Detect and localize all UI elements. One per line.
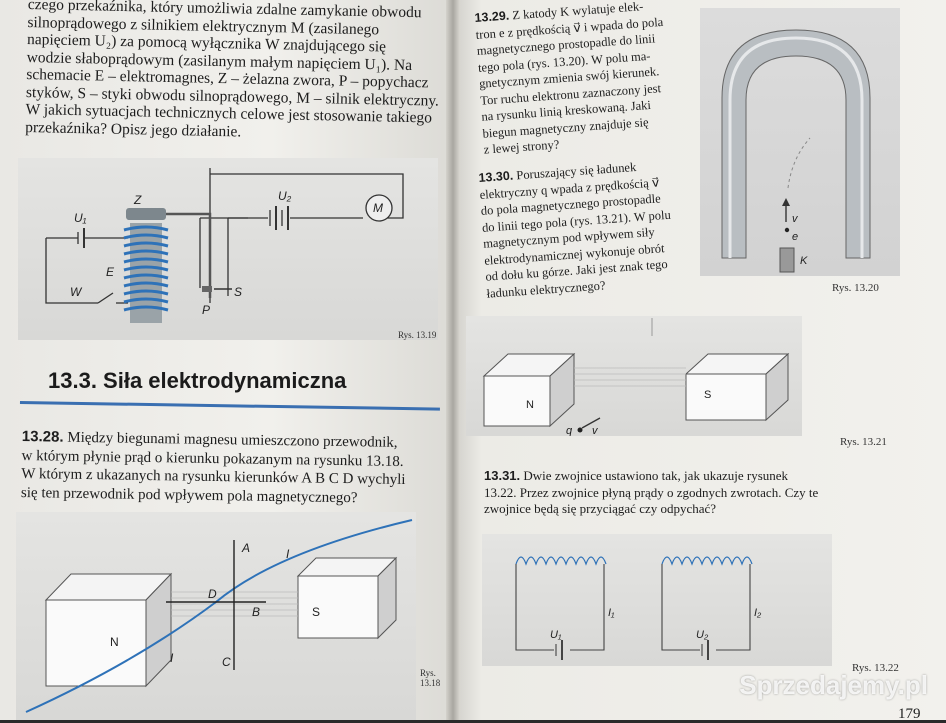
problem-number: 13.29. [474,8,510,25]
label-p: P [202,303,210,317]
relay-diagram: U₁ Z E W P S U₂ M [45,168,404,323]
label-v: v [592,425,599,436]
section-rule [19,401,440,411]
problem-13-31: 13.31. Dwie zwojnice ustawiono tak, jak … [484,468,818,518]
magnets-figure: N S q v [466,316,802,437]
label-v: v [792,213,799,225]
label-d: D [208,587,217,601]
label-e: E [106,265,115,279]
label-e: e [792,231,798,243]
coils-diagram: I₁ U₁ I₂ U₂ [515,556,762,660]
intro-paragraph: czego przekaźnika, który umożliwia zdaln… [25,0,448,145]
label-i2: I₂ [754,607,762,619]
problem-13-29: 13.29. Z katody K wylatuje elek- tron e … [474,0,672,158]
problem-number: 13.31. [484,468,521,483]
label-u2: U₂ [278,189,292,203]
figure-caption-magnets: Rys. 13.21 [840,436,887,448]
problem-number: 13.30. [478,168,514,185]
label-s: S [312,605,320,619]
magnets-diagram: N S q v [482,318,790,437]
label-u1: U₁ [74,211,87,225]
relay-figure: U₁ Z E W P S U₂ M [18,158,438,340]
figure-caption-horseshoe: Rys. 13.20 [832,282,879,294]
problem-line: Dwie zwojnice ustawiono tak, jak ukazuje… [523,468,789,483]
book-gutter [446,0,460,720]
label-w: W [70,285,83,299]
problem-13-30: 13.30. Poruszający się ładunek elektrycz… [478,157,676,302]
coils-figure: I₁ U₁ I₂ U₂ [482,534,832,666]
horseshoe-figure: v e K [700,8,900,276]
problem-number: 13.28. [21,428,64,446]
label-i-top: I [286,547,290,561]
label-u2: U₂ [696,629,709,641]
wire-diagram: N S A B C D I I [25,519,413,713]
label-n: N [526,399,534,411]
left-page: czego przekaźnika, który umożliwia zdaln… [0,0,452,720]
label-c: C [222,655,231,669]
label-s: S [234,285,242,299]
figure-caption-relay: Rys. 13.19 [398,330,437,340]
figure-caption-wire: Rys. 13.18 [420,668,441,688]
page-number: 179 [898,706,921,722]
problem-line: 13.22. Przez zwojnice płyną prądy o zgod… [484,484,819,500]
problem-line: zwojnice będą się przyciągać czy odpycha… [484,501,717,516]
problem-13-28: 13.28. Między biegunami magnesu umieszcz… [21,428,406,508]
label-m: M [373,201,383,215]
label-n: N [110,635,119,649]
wire-figure: N S A B C D I I [16,512,416,720]
label-u1: U₁ [550,629,562,641]
label-s: S [704,389,711,401]
right-page: 13.29. Z katody K wylatuje elek- tron e … [452,0,946,720]
section-title: 13.3. Siła elektrodynamiczna [48,368,347,393]
label-a: A [241,541,250,555]
label-b: B [252,605,260,619]
figure-caption-coils: Rys. 13.22 [852,662,899,674]
label-z: Z [133,193,142,207]
label-i-bottom: I [170,651,174,665]
horseshoe-diagram: v e K [721,29,871,273]
label-q: q [566,425,573,436]
label-k: K [800,255,808,267]
watermark-logo: Sprzedajemy.pl [739,670,928,700]
label-i1: I₁ [608,607,615,619]
